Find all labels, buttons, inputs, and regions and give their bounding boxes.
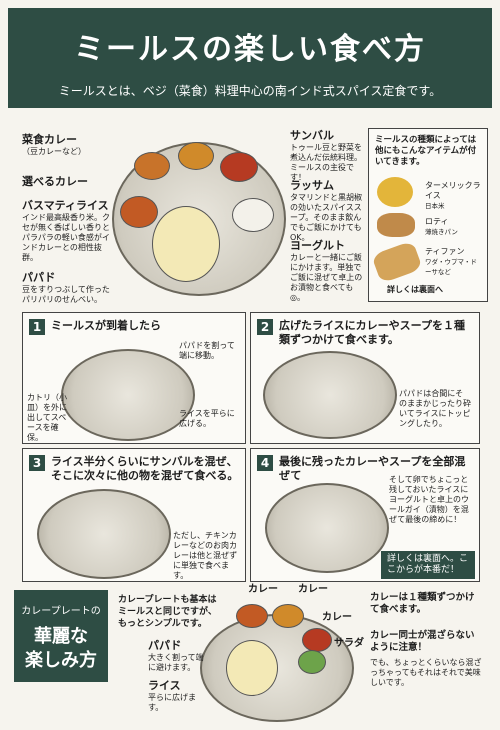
yogurt-title: ヨーグルト (290, 239, 345, 252)
salad-label: サラダ (334, 638, 364, 649)
curry-label-3: カレー (322, 612, 352, 623)
tiffin-image (371, 240, 423, 284)
turmeric-rice-label: ターメリックライス 日本米 (425, 181, 481, 211)
curry-plate-intro: カレープレートも基本はミールスと同じですが、もっとシンプルです。 (118, 595, 217, 629)
papad-title: パパド (22, 271, 56, 284)
papad-desc: 豆をすりつぶして作ったパリパリのせんべい。 (22, 285, 110, 304)
step-title: ライス半分くらいにサンバルを混ぜ、そこに次々に他の物を混ぜて食べる。 (51, 455, 239, 482)
step-number: 2 (257, 319, 273, 335)
header-banner: ミールスの楽しい食べ方 ミールスとは、ベジ（菜食）料理中心の南インド式スパイス定… (8, 8, 492, 108)
curry-bowl (272, 604, 304, 628)
turmeric-rice-image (377, 177, 413, 207)
yogurt-bowl (232, 198, 274, 232)
saishoku-sub: （豆カレーなど） (22, 147, 86, 156)
step-plate (37, 489, 171, 579)
step-note: そして卵でちょこっと残しておいたライスにヨーグルトと卓上のウールガイ（漬物）を混… (389, 475, 469, 524)
step-number: 1 (29, 319, 45, 335)
roti-label: ロティ 薄焼きパン (425, 217, 481, 237)
curry-plate-right3: でも、ちょっとくらいなら混ざっちゃってもそれはそれで美味しいです。 (370, 658, 482, 687)
erabero-title: 選べるカレー (22, 175, 88, 188)
curry-bowl (178, 142, 214, 170)
label-yogurt: ヨーグルト カレーと一緒にご飯にかけます。単独でご飯に混ぜて卓上のお漬物と食べて… (290, 240, 364, 303)
extra-items-intro: ミールスの種類によっては他にもこんなアイテムが付いてきます。 (375, 135, 477, 167)
label-sambar: サンバル トゥール豆と野菜を煮込んだ伝統料理。ミールスの主役です！ (290, 130, 364, 183)
step-title: 広げたライスにカレーやスープを１種類ずつかけて食べます。 (279, 319, 466, 346)
step-plate (263, 351, 397, 439)
basmati-desc: インド最高級香り米。クセが無く香ばしい香りとパラパラの軽い食感がインドカレーとの… (22, 213, 110, 262)
label-saishoku: 菜食カレー （豆カレーなど） (22, 134, 86, 157)
step-4: 4 最後に残ったカレーやスープを全部混ぜて そして卵でちょこっと残しておいたライ… (250, 448, 480, 582)
step-note: ライスを平らに広げる。 (179, 409, 235, 428)
label-papad: パパド 豆をすりつぶして作ったパリパリのせんべい。 (22, 272, 112, 305)
rasam-desc: タマリンドと黒胡椒の効いたスパイススープ。そのまま飲んでもご飯にかけてもOK。 (290, 193, 362, 242)
see-back-link: 詳しくは裏面へ (387, 285, 443, 294)
step-number: 4 (257, 455, 273, 471)
curry-plate-box-main2: 楽しみ方 (25, 650, 97, 671)
step-plate (61, 349, 195, 441)
step-note: ただし、チキンカレーなどのお肉カレーは他と混ぜずに単独で食べます。 (173, 531, 238, 580)
curry-bowl (302, 628, 332, 652)
bottom-papad-title: パパド (148, 639, 182, 652)
step-number: 3 (29, 455, 45, 471)
curry-plate-right2: カレー同士が混ざらないように注意！ (370, 630, 475, 653)
rasam-title: ラッサム (290, 179, 334, 192)
step-2: 2 広げたライスにカレーやスープを１種類ずつかけて食べます。 パパドは合間にその… (250, 312, 480, 444)
tiffin-label: ティファン ワダ・ウプマ・ドーサなど (425, 247, 483, 277)
extra-items-box: ミールスの種類によっては他にもこんなアイテムが付いてきます。 ターメリックライス… (368, 128, 488, 302)
curry-plate-box-main1: 華麗な (34, 626, 88, 647)
label-bottom-rice: ライス 平らに広げます。 (148, 680, 204, 713)
label-basmati: バスマティライス インド最高級香り米。クセが無く香ばしい香りとパラパラの軽い食感… (22, 200, 112, 263)
curry-bowl (134, 152, 170, 180)
yogurt-desc: カレーと一緒にご飯にかけます。単独でご飯に混ぜて卓上のお漬物と食べても◎。 (290, 253, 363, 302)
roti-image (377, 213, 415, 237)
tiffin-name: ティファン (425, 247, 465, 256)
curry-label-2: カレー (298, 584, 328, 595)
see-back-badge: 詳しくは裏面へ。ここからが本番だ！ (381, 551, 475, 579)
label-bottom-papad: パパド 大きく割って端に避けます。 (148, 640, 204, 673)
sambar-desc: トゥール豆と野菜を煮込んだ伝統料理。ミールスの主役です！ (290, 143, 362, 182)
basmati-title: バスマティライス (22, 199, 109, 212)
bottom-papad-desc: 大きく割って端に避けます。 (148, 653, 204, 672)
step-note: パパドは合間にそのままかじったり砕いてライスにトッピングしたり。 (399, 389, 471, 428)
label-erabero: 選べるカレー (22, 176, 88, 189)
step-3: 3 ライス半分くらいにサンバルを混ぜ、そこに次々に他の物を混ぜて食べる。 ただし… (22, 448, 246, 582)
step-title: 最後に残ったカレーやスープを全部混ぜて (279, 455, 466, 482)
roti-name: ロティ (425, 217, 449, 226)
sambar-title: サンバル (290, 129, 334, 142)
turmeric-rice-name: ターメリックライス (425, 181, 481, 200)
curry-label-1: カレー (248, 584, 278, 595)
label-rasam: ラッサム タマリンドと黒胡椒の効いたスパイススープ。そのまま飲んでもご飯にかけて… (290, 180, 364, 243)
step-title: ミールスが到着したら (51, 319, 161, 332)
step-1: 1 ミールスが到着したら パパドを割って端に移動。 カトリ（小皿）を外に出してス… (22, 312, 246, 444)
step-note: カトリ（小皿）を外に出してスペースを確保。 (27, 393, 67, 442)
sambar-bowl (220, 152, 258, 182)
papad (152, 206, 220, 282)
step-note: パパドを割って端に移動。 (179, 341, 235, 360)
curry-plate-right1: カレーは１種類ずつかけて食べます。 (370, 592, 475, 615)
step-plate (265, 483, 389, 573)
curry-plate-box: カレープレートの 華麗な 楽しみ方 (14, 590, 108, 682)
page-title: ミールスの楽しい食べ方 (74, 32, 426, 67)
saishoku-title: 菜食カレー (22, 133, 77, 146)
roti-sub: 薄焼きパン (425, 228, 458, 236)
salad-bowl (298, 650, 326, 674)
curry-bowl (236, 604, 268, 628)
tiffin-sub: ワダ・ウプマ・ドーサなど (425, 258, 477, 276)
page-subtitle: ミールスとは、ベジ（菜食）料理中心の南インド式スパイス定食です。 (58, 84, 442, 98)
bottom-rice-title: ライス (148, 679, 181, 692)
turmeric-rice-sub: 日本米 (425, 202, 445, 210)
curry-bowl (120, 196, 158, 228)
bottom-rice-desc: 平らに広げます。 (148, 693, 196, 712)
papad (226, 640, 278, 696)
curry-plate-box-top: カレープレートの (21, 606, 101, 617)
